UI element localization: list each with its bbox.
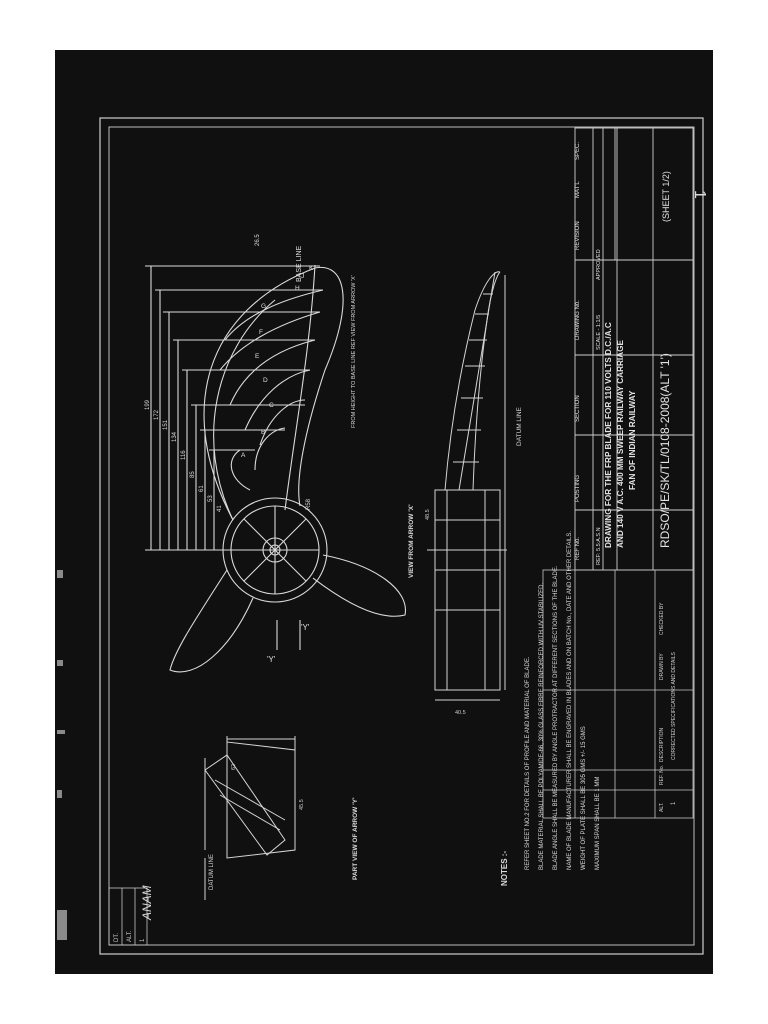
fan-dimensions: 199 172 151 134 116 85 61 53 41 R58 26.5 <box>145 234 312 512</box>
sheet-number: (SHEET 1/2) <box>661 171 671 222</box>
dimension-label: 61 <box>199 485 205 492</box>
scale: SCALE - 1:1/5 <box>596 315 602 350</box>
header-revision: REVISION <box>575 221 581 250</box>
view-from-arrow-x-drawing <box>427 271 507 701</box>
dimension-label: 85 <box>190 471 196 478</box>
header-posting: POSTING <box>575 475 581 502</box>
ref-value: REF: 5.5:A.S.N <box>596 527 602 565</box>
fan-blade-drawing <box>145 264 406 673</box>
outer-border <box>99 117 704 955</box>
arrow-y-left-label: 'Y' <box>267 655 276 664</box>
header-ref-no: REF No. <box>575 537 581 560</box>
hub-note: FROM HEIGHT TO BASE LINE REF VIEW FROM A… <box>351 275 357 428</box>
base-line-label: BASE LINE <box>296 245 303 282</box>
header-drawing-no: DRAWING No. <box>575 300 581 340</box>
title-line-2: AND 140 V A.C. 400 MM SWEEP RAILWAY CARR… <box>616 340 625 548</box>
dimension-label: 26.5 <box>255 234 261 246</box>
section-letter: F <box>259 329 263 336</box>
datum-line-small-label: DATUM LINE <box>209 854 215 890</box>
corner-rev-text: DT. ALT. 1 <box>114 930 146 942</box>
title-block <box>574 127 694 571</box>
header-mat: MAT'L <box>575 181 581 198</box>
arrow-y-right-label: 'Y' <box>301 623 310 632</box>
dimension-label: 134 <box>172 431 178 442</box>
dimension-label: R58 <box>306 498 312 510</box>
view-from-arrow-x-label: VIEW FROM ARROW 'X' <box>408 504 415 578</box>
note-item-1: REFER SHEET NO.2 FOR DETAILS OF PROFILE … <box>525 656 531 870</box>
revision-table <box>542 569 694 819</box>
note-item-2: BLADE MATERIAL SHALL BE POLYAMIDE-66, 30… <box>539 582 545 870</box>
notes-section: NOTES :- REFER SHEET NO.2 FOR DETAILS OF… <box>500 531 601 886</box>
dimension-label: 48.5 <box>425 509 431 520</box>
rev-col-desc: DESCRIPTION <box>659 727 665 762</box>
section-letter: E <box>255 353 260 360</box>
corner-dt: DT. <box>114 933 120 942</box>
drawing-number: RDSO/PE/SK/TL/0108-2008(ALT '1') <box>658 353 672 548</box>
header-section: SECTION <box>575 395 581 422</box>
section-letter: K <box>309 265 314 272</box>
corner-alt: ALT. <box>127 930 133 942</box>
section-letter: J <box>301 273 304 280</box>
part-view-y-drawing <box>204 736 296 900</box>
rev-col-drawn: DRAWN BY <box>659 653 665 680</box>
section-letter: D <box>263 377 268 384</box>
rev-col-checked: CHECKED BY <box>659 602 665 635</box>
dimension-label: 62 <box>231 764 237 770</box>
drawing-canvas: 1 REF No. POSTING SECTION DRAWING No. RE… <box>57 117 708 955</box>
corner-row: 1 <box>140 938 146 942</box>
rev-row1-alt: 1 <box>671 801 677 805</box>
scan-edge-marks <box>57 570 67 940</box>
scanned-drawing-sheet: 1 REF No. POSTING SECTION DRAWING No. RE… <box>55 50 713 974</box>
corner-rev-box <box>108 887 148 946</box>
approved: APPROVED <box>596 249 602 280</box>
revision-table-text: ALT. REF. No. DESCRIPTION DRAWN BY CHECK… <box>659 602 677 812</box>
dimension-label: 116 <box>181 450 187 460</box>
note-item-6: MAXIMUM SPAN SHALL BE 1 MM <box>595 777 601 870</box>
title-line-3: FAN OF INDIAN RAILWAY <box>628 390 637 490</box>
note-item-3: BLADE ANGLE SHALL BE MEASURED BY ANGLE P… <box>553 565 559 870</box>
signature: ANAM <box>140 885 154 921</box>
dimension-label: 151 <box>163 419 169 430</box>
dimension-label: 41 <box>217 505 223 512</box>
datum-line-label: DATUM LINE <box>516 406 523 446</box>
dimension-label: 53 <box>208 495 214 502</box>
notes-heading: NOTES :- <box>500 851 509 886</box>
section-letter: G <box>261 303 266 310</box>
note-item-5: WEIGHT OF PLATE SHALL BE 305 GMS +/- 15 … <box>581 726 587 870</box>
edge-number: 1 <box>691 190 708 199</box>
dimension-label: 199 <box>145 399 151 410</box>
section-letter: C <box>269 402 274 409</box>
fan-section-letters: A B C D E F G H J K <box>241 265 314 459</box>
inner-border <box>108 126 695 946</box>
header-spec: SPEC. <box>575 142 581 160</box>
section-letter: A <box>241 452 246 459</box>
rev-row1-desc: CORRECTED SPECIFICATIONS AND DETAILS <box>671 651 677 760</box>
dimension-label: 45.5 <box>299 799 305 810</box>
rev-col-ref: REF. No. <box>659 765 665 785</box>
part-view-y-label: PART VIEW OF ARROW 'Y' <box>352 797 359 880</box>
dimension-label: 40.5 <box>455 710 466 716</box>
note-item-4: NAME OF BLADE MANUFACTURER SHALL BE ENGR… <box>567 531 573 870</box>
title-line-1: DRAWING FOR THE FRP BLADE FOR 110 VOLTS … <box>604 322 613 548</box>
title-block-text: REF No. POSTING SECTION DRAWING No. REVI… <box>575 142 672 565</box>
dimension-label: 172 <box>154 409 160 420</box>
section-letter: B <box>261 429 265 436</box>
section-letter: H <box>295 285 300 292</box>
rev-col-alt: ALT. <box>659 802 665 812</box>
